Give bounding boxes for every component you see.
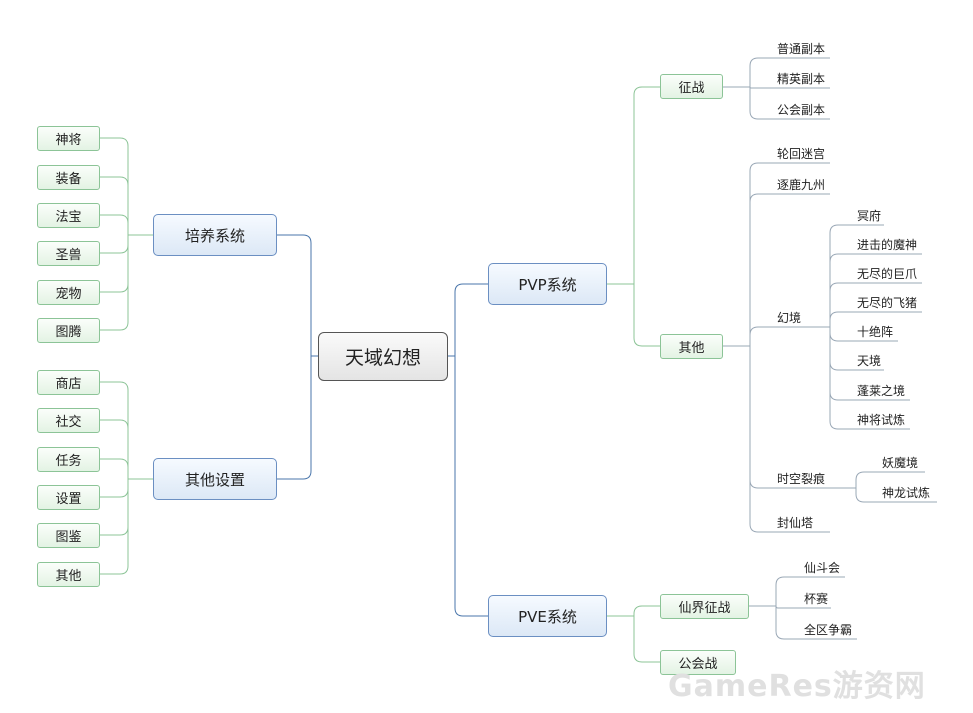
- gameres-watermark: GameRes游资网: [668, 669, 926, 704]
- settings-item-link: [100, 478, 153, 536]
- illusion-leaf-link: [804, 326, 854, 401]
- root-to-settings-link: [277, 355, 318, 480]
- illusion-leaf[interactable]: 进击的魔神: [857, 237, 918, 252]
- pvp-campaign-link: [607, 86, 660, 285]
- rift-leaf[interactable]: 妖魔境: [882, 455, 919, 470]
- guild-war-node[interactable]: 公会战: [660, 650, 736, 675]
- cultivation-item-link: [100, 214, 153, 236]
- cultivation-item[interactable]: 装备: [37, 165, 100, 190]
- illusion-leaf[interactable]: 无尽的飞猪: [857, 295, 918, 310]
- cultivation-item-link: [100, 234, 153, 293]
- pvp-other-node[interactable]: 其他: [660, 334, 723, 359]
- settings-item-link: [100, 478, 153, 498]
- illusion-leaf-link: [804, 326, 854, 342]
- illusion-leaf[interactable]: 冥府: [857, 208, 882, 223]
- pve-guildwar-link: [607, 615, 660, 663]
- settings-item[interactable]: 任务: [37, 447, 100, 472]
- other-settings-node[interactable]: 其他设置: [153, 458, 277, 500]
- pvp-other-leaf-link: [723, 193, 774, 347]
- settings-item-link: [100, 381, 153, 480]
- illusion-leaf-link: [804, 253, 854, 328]
- cultivation-item[interactable]: 宠物: [37, 280, 100, 305]
- campaign-leaf-link: [723, 57, 774, 88]
- settings-item[interactable]: 商店: [37, 370, 100, 395]
- settings-item-link: [100, 419, 153, 480]
- campaign-leaf[interactable]: 普通副本: [777, 41, 826, 56]
- campaign-node[interactable]: 征战: [660, 74, 723, 99]
- cultivation-item-link: [100, 137, 153, 236]
- settings-item-link: [100, 478, 153, 575]
- illusion-leaf[interactable]: 十绝阵: [857, 324, 894, 339]
- illusion-leaf[interactable]: 天境: [857, 353, 882, 368]
- cultivation-item[interactable]: 神将: [37, 126, 100, 151]
- illusion-leaf-link: [804, 326, 854, 430]
- cultivation-system-node[interactable]: 培养系统: [153, 214, 277, 256]
- illusion-leaf-link: [804, 282, 854, 328]
- campaign-leaf[interactable]: 精英副本: [777, 71, 826, 86]
- root-node[interactable]: 天域幻想: [318, 332, 448, 381]
- settings-item[interactable]: 图鉴: [37, 523, 100, 548]
- rift-leaf-link: [830, 471, 879, 489]
- cultivation-item[interactable]: 圣兽: [37, 241, 100, 266]
- immortal-war-node[interactable]: 仙界征战: [660, 594, 749, 619]
- root-to-cultivation-link: [277, 234, 318, 357]
- pvp-other-leaf-link: [723, 345, 774, 489]
- root-to-pvp-link: [448, 283, 488, 357]
- cultivation-item[interactable]: 图腾: [37, 318, 100, 343]
- immortal-leaf[interactable]: 仙斗会: [804, 560, 841, 575]
- rift-node[interactable]: 时空裂痕: [777, 471, 826, 486]
- pvp-other-leaf[interactable]: 轮回迷宫: [777, 146, 826, 161]
- pvp-other-leaf[interactable]: 逐鹿九州: [777, 177, 826, 192]
- immortal-leaf[interactable]: 全区争霸: [804, 622, 853, 637]
- cultivation-item-link: [100, 234, 153, 331]
- pvp-system-node[interactable]: PVP系统: [488, 263, 607, 305]
- settings-item-link: [100, 458, 153, 480]
- illusion-node[interactable]: 幻境: [777, 310, 802, 325]
- settings-item[interactable]: 其他: [37, 562, 100, 587]
- pvp-other-leaf[interactable]: 封仙塔: [777, 515, 814, 530]
- root-to-pve-link: [448, 355, 488, 617]
- illusion-leaf-link: [804, 311, 854, 328]
- pvp-other-leaf-link: [723, 326, 774, 347]
- cultivation-item-link: [100, 234, 153, 254]
- settings-item[interactable]: 设置: [37, 485, 100, 510]
- illusion-leaf[interactable]: 神将试炼: [857, 412, 906, 427]
- campaign-leaf-link: [723, 86, 774, 120]
- campaign-leaf[interactable]: 公会副本: [777, 102, 826, 117]
- cultivation-item[interactable]: 法宝: [37, 203, 100, 228]
- pvp-other-leaf-link: [723, 345, 774, 533]
- rift-leaf[interactable]: 神龙试炼: [882, 485, 931, 500]
- pvp-other-leaf-link: [723, 162, 774, 347]
- pve-immortal-link: [607, 605, 660, 617]
- pvp-other-link: [607, 283, 660, 347]
- rift-leaf-link: [830, 487, 879, 503]
- immortal-leaf-link: [749, 576, 801, 607]
- illusion-leaf-link: [804, 326, 854, 371]
- illusion-leaf[interactable]: 蓬莱之境: [857, 383, 906, 398]
- settings-item[interactable]: 社交: [37, 408, 100, 433]
- illusion-leaf[interactable]: 无尽的巨爪: [857, 266, 918, 281]
- immortal-leaf[interactable]: 杯赛: [804, 591, 829, 606]
- pve-system-node[interactable]: PVE系统: [488, 595, 607, 637]
- illusion-leaf-link: [804, 224, 854, 328]
- immortal-leaf-link: [749, 605, 801, 640]
- cultivation-item-link: [100, 176, 153, 236]
